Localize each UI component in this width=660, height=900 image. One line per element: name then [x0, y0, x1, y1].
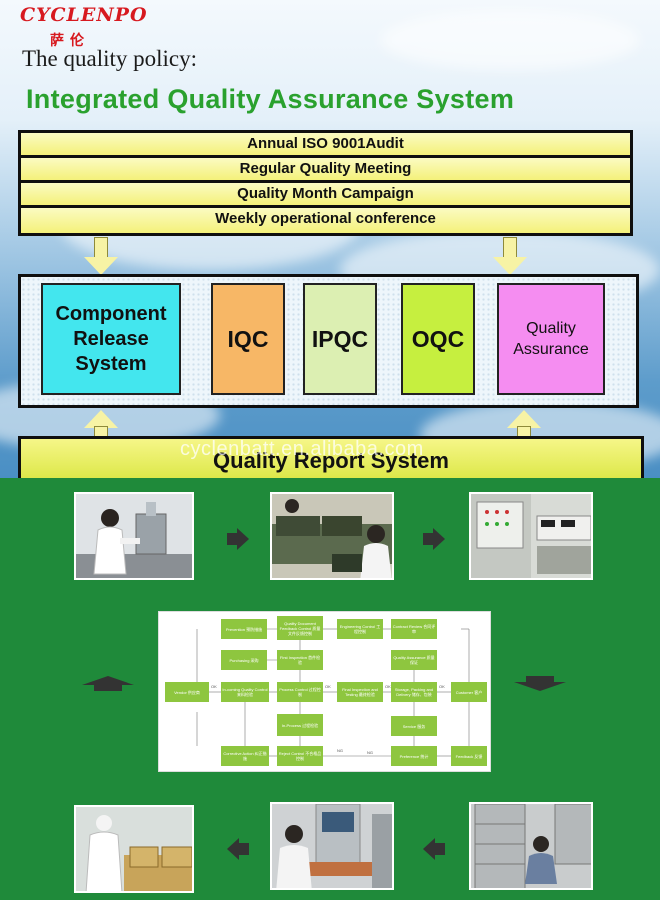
- flow-label: OK: [439, 684, 445, 689]
- iqc-box: IQC: [211, 283, 285, 395]
- photo-lab-technician: [74, 492, 194, 580]
- flow-label: OK: [211, 684, 217, 689]
- process-flowchart: Prevention 预防措施 Quality Document Feedbac…: [158, 611, 491, 772]
- flow-node-prevention: Prevention 预防措施: [221, 619, 267, 639]
- flow-node-contract-review: Contract Review 合同评审: [391, 619, 437, 639]
- flow-node-purchasing: Purchasing 采购: [221, 650, 267, 670]
- flow-node-customer: Customer 客户: [451, 682, 487, 702]
- flow-node-document-feedback: Quality Document Feedback Control 质量文件反馈…: [277, 616, 323, 640]
- flow-node-incoming-qc: In-coming Quality Control 来料检验: [221, 682, 269, 702]
- flow-node-storage-packing: Storage, Packing and Delivery 储存、包装: [391, 682, 437, 702]
- ipqc-box: IPQC: [303, 283, 377, 395]
- flow-node-in-process: In-Process 过程检验: [277, 714, 323, 736]
- crs-line-2: Release: [73, 327, 149, 350]
- bar-weekly-conference: Weekly operational conference: [21, 208, 630, 233]
- flow-node-vendor: Vendor 供应商: [165, 682, 209, 702]
- flow-node-preference: Preference 统计: [391, 746, 437, 766]
- quality-report-system-bar: Quality Report System: [18, 436, 644, 478]
- qa-line-1: Quality: [526, 320, 576, 337]
- bar-quality-meeting: Regular Quality Meeting: [21, 158, 630, 183]
- component-release-system-box: Component Release System: [41, 283, 181, 395]
- bar-quality-month: Quality Month Campaign: [21, 183, 630, 208]
- flow-label: NG: [337, 748, 343, 753]
- watermark: cyclenbatt.en.alibaba.com: [180, 438, 424, 460]
- flow-label: OK: [325, 684, 331, 689]
- policy-label: The quality policy:: [22, 46, 198, 71]
- down-arrow-icon: [84, 237, 118, 275]
- flow-label: NG: [367, 750, 373, 755]
- flow-node-process-control: Process Control 过程控制: [277, 682, 323, 702]
- flow-node-reject-control: Reject Control 不合格品控制: [277, 746, 323, 766]
- brand-logo: CYCLENPO: [20, 4, 148, 26]
- oqc-box: OQC: [401, 283, 475, 395]
- down-arrow-icon: [493, 237, 527, 275]
- photo-testing-equipment: [469, 492, 593, 580]
- crs-line-3: System: [75, 352, 147, 375]
- photo-aging-test-rack: [469, 802, 593, 890]
- brand-chinese-logo: 萨伦: [50, 33, 90, 49]
- photo-operator-station: [270, 802, 394, 890]
- quality-policy-panel: CYCLENPO 萨伦 The quality policy: Integrat…: [0, 0, 660, 478]
- flow-node-service: Service 服务: [391, 716, 437, 736]
- flow-node-engineering-control: Engineering Control 工程控制: [337, 619, 383, 639]
- page-title: Integrated Quality Assurance System: [26, 84, 515, 114]
- flow-node-first-inspection: First Inspection 首件检验: [277, 650, 323, 670]
- bar-iso-audit: Annual ISO 9001Audit: [21, 133, 630, 158]
- flow-node-quality-assurance: Quality Assurance 质量保证: [391, 650, 437, 670]
- quality-control-frame: Component Release System IQC IPQC OQC Qu…: [18, 274, 639, 408]
- flow-label: OK: [385, 684, 391, 689]
- flow-node-corrective-action: Corrective Action 纠正措施: [221, 746, 269, 766]
- flow-node-final-inspection: Final Inspection and Testing 最终检验: [337, 682, 383, 702]
- policy-bars: Annual ISO 9001Audit Regular Quality Mee…: [18, 130, 633, 236]
- qa-line-2: Assurance: [513, 341, 589, 358]
- flow-node-feedback: Feedback 反馈: [451, 746, 487, 766]
- crs-line-1: Component: [55, 302, 167, 325]
- photo-assembly-workers: [270, 492, 394, 580]
- photo-packing-cleanroom: [74, 805, 194, 893]
- quality-assurance-box: Quality Assurance: [497, 283, 605, 395]
